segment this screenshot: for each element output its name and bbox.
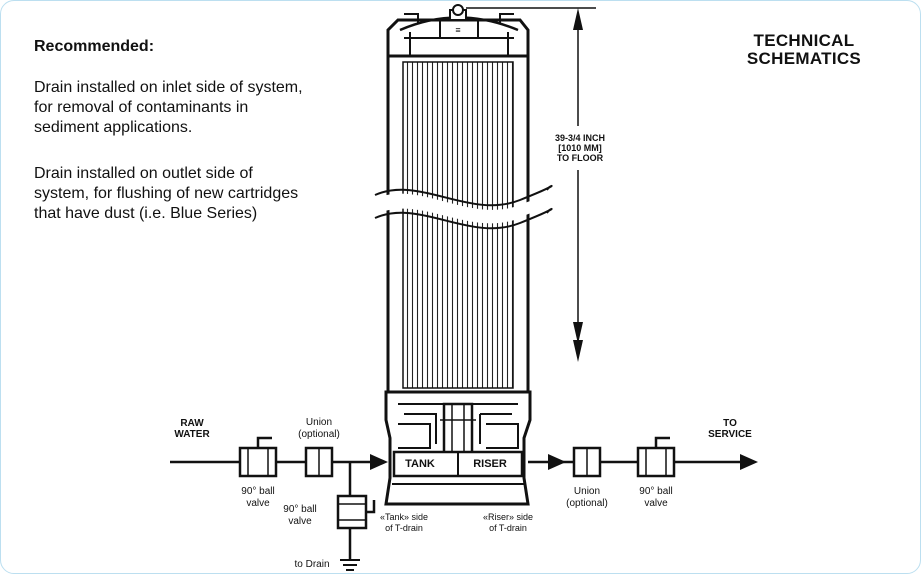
valve-drain-line2: valve [288, 516, 312, 527]
top-bracket-right [499, 13, 514, 24]
note-outlet-line2: system, for flushing of new cartridges [34, 185, 299, 202]
inlet-arrow [370, 454, 388, 470]
outlet-valve-handle [654, 436, 670, 448]
ground-icon [340, 559, 360, 571]
notes-panel: Recommended: Drain installed on inlet si… [34, 38, 354, 250]
break-gap-fill [377, 192, 550, 224]
valve-inlet-line1: 90° ball [241, 486, 274, 497]
top-cap-inner [404, 18, 514, 56]
valve-drain-line1: 90° ball [283, 504, 316, 515]
diagram-labels: RAW WATER TO SERVICE Union (optional) 90… [174, 417, 752, 570]
dimension-line: 39-3/4 INCH [1010 MM] TO FLOOR [466, 7, 605, 362]
note-inlet-line2: for removal of contaminants in [34, 99, 249, 116]
inlet-ball-valve [238, 446, 278, 478]
drain-ball-valve [336, 494, 368, 530]
riser-side-line2: of T-drain [489, 523, 527, 533]
top-knob [452, 4, 464, 16]
dimension-arrow-up [573, 8, 583, 30]
outlet-arrow-1 [548, 454, 566, 470]
to-drain-label: to Drain [294, 559, 329, 570]
inlet-piping [170, 436, 388, 571]
outlet-piping [528, 436, 758, 478]
note-outlet-drain: Drain installed on outlet side of system… [34, 164, 354, 224]
tank-label: TANK [405, 458, 435, 470]
to-service-line1: TO [723, 418, 737, 429]
break-line-bottom [374, 208, 553, 230]
title-line1: TECHNICAL [753, 31, 855, 50]
inlet-valve-handle [256, 436, 272, 448]
top-cap-mark: ≡ [455, 25, 460, 35]
dimension-arrow-down-2 [573, 340, 583, 362]
tank-side-line2: of T-drain [385, 523, 423, 533]
raw-water-line1: RAW [180, 418, 204, 429]
page-title: TECHNICAL SCHEMATICS [712, 32, 896, 68]
note-outlet-line3: that have dust (i.e. Blue Series) [34, 205, 258, 222]
note-inlet-drain: Drain installed on inlet side of system,… [34, 78, 354, 138]
union-outlet-line1: Union [574, 486, 600, 497]
union-inlet-line1: Union [306, 417, 332, 428]
dimension-label-line3: TO FLOOR [557, 153, 604, 163]
dimension-arrow-down [573, 322, 583, 344]
valve-inlet-line2: valve [246, 498, 270, 509]
break-lines [374, 185, 553, 230]
dimension-label-line2: [1010 MM] [558, 143, 602, 153]
tank-side-line1: «Tank» side [380, 512, 428, 522]
notes-heading: Recommended: [34, 38, 155, 55]
to-service-line2: SERVICE [708, 429, 752, 440]
pleated-media [402, 61, 514, 389]
title-line2: SCHEMATICS [746, 49, 862, 68]
note-inlet-line3: sediment applications. [34, 119, 193, 136]
dimension-label-line1: 39-3/4 INCH [555, 133, 605, 143]
base-o-rings [398, 423, 519, 449]
break-line-top [374, 185, 553, 207]
outlet-ball-valve [636, 446, 676, 478]
valve-outlet-line1: 90° ball [639, 486, 672, 497]
valve-outlet-line2: valve [644, 498, 668, 509]
note-inlet-line1: Drain installed on inlet side of system, [34, 79, 303, 96]
union-outlet-line2: (optional) [566, 498, 608, 509]
raw-water-line2: WATER [174, 429, 210, 440]
housing-base: TANK RISER [384, 390, 532, 506]
top-bracket-left [404, 13, 419, 24]
union-inlet-line2: (optional) [298, 429, 340, 440]
drain-valve-handle [366, 500, 376, 514]
outlet-arrow-2 [740, 454, 758, 470]
riser-side-line1: «Riser» side [483, 512, 533, 522]
riser-label: RISER [473, 458, 507, 470]
note-outlet-line1: Drain installed on outlet side of [34, 165, 253, 182]
